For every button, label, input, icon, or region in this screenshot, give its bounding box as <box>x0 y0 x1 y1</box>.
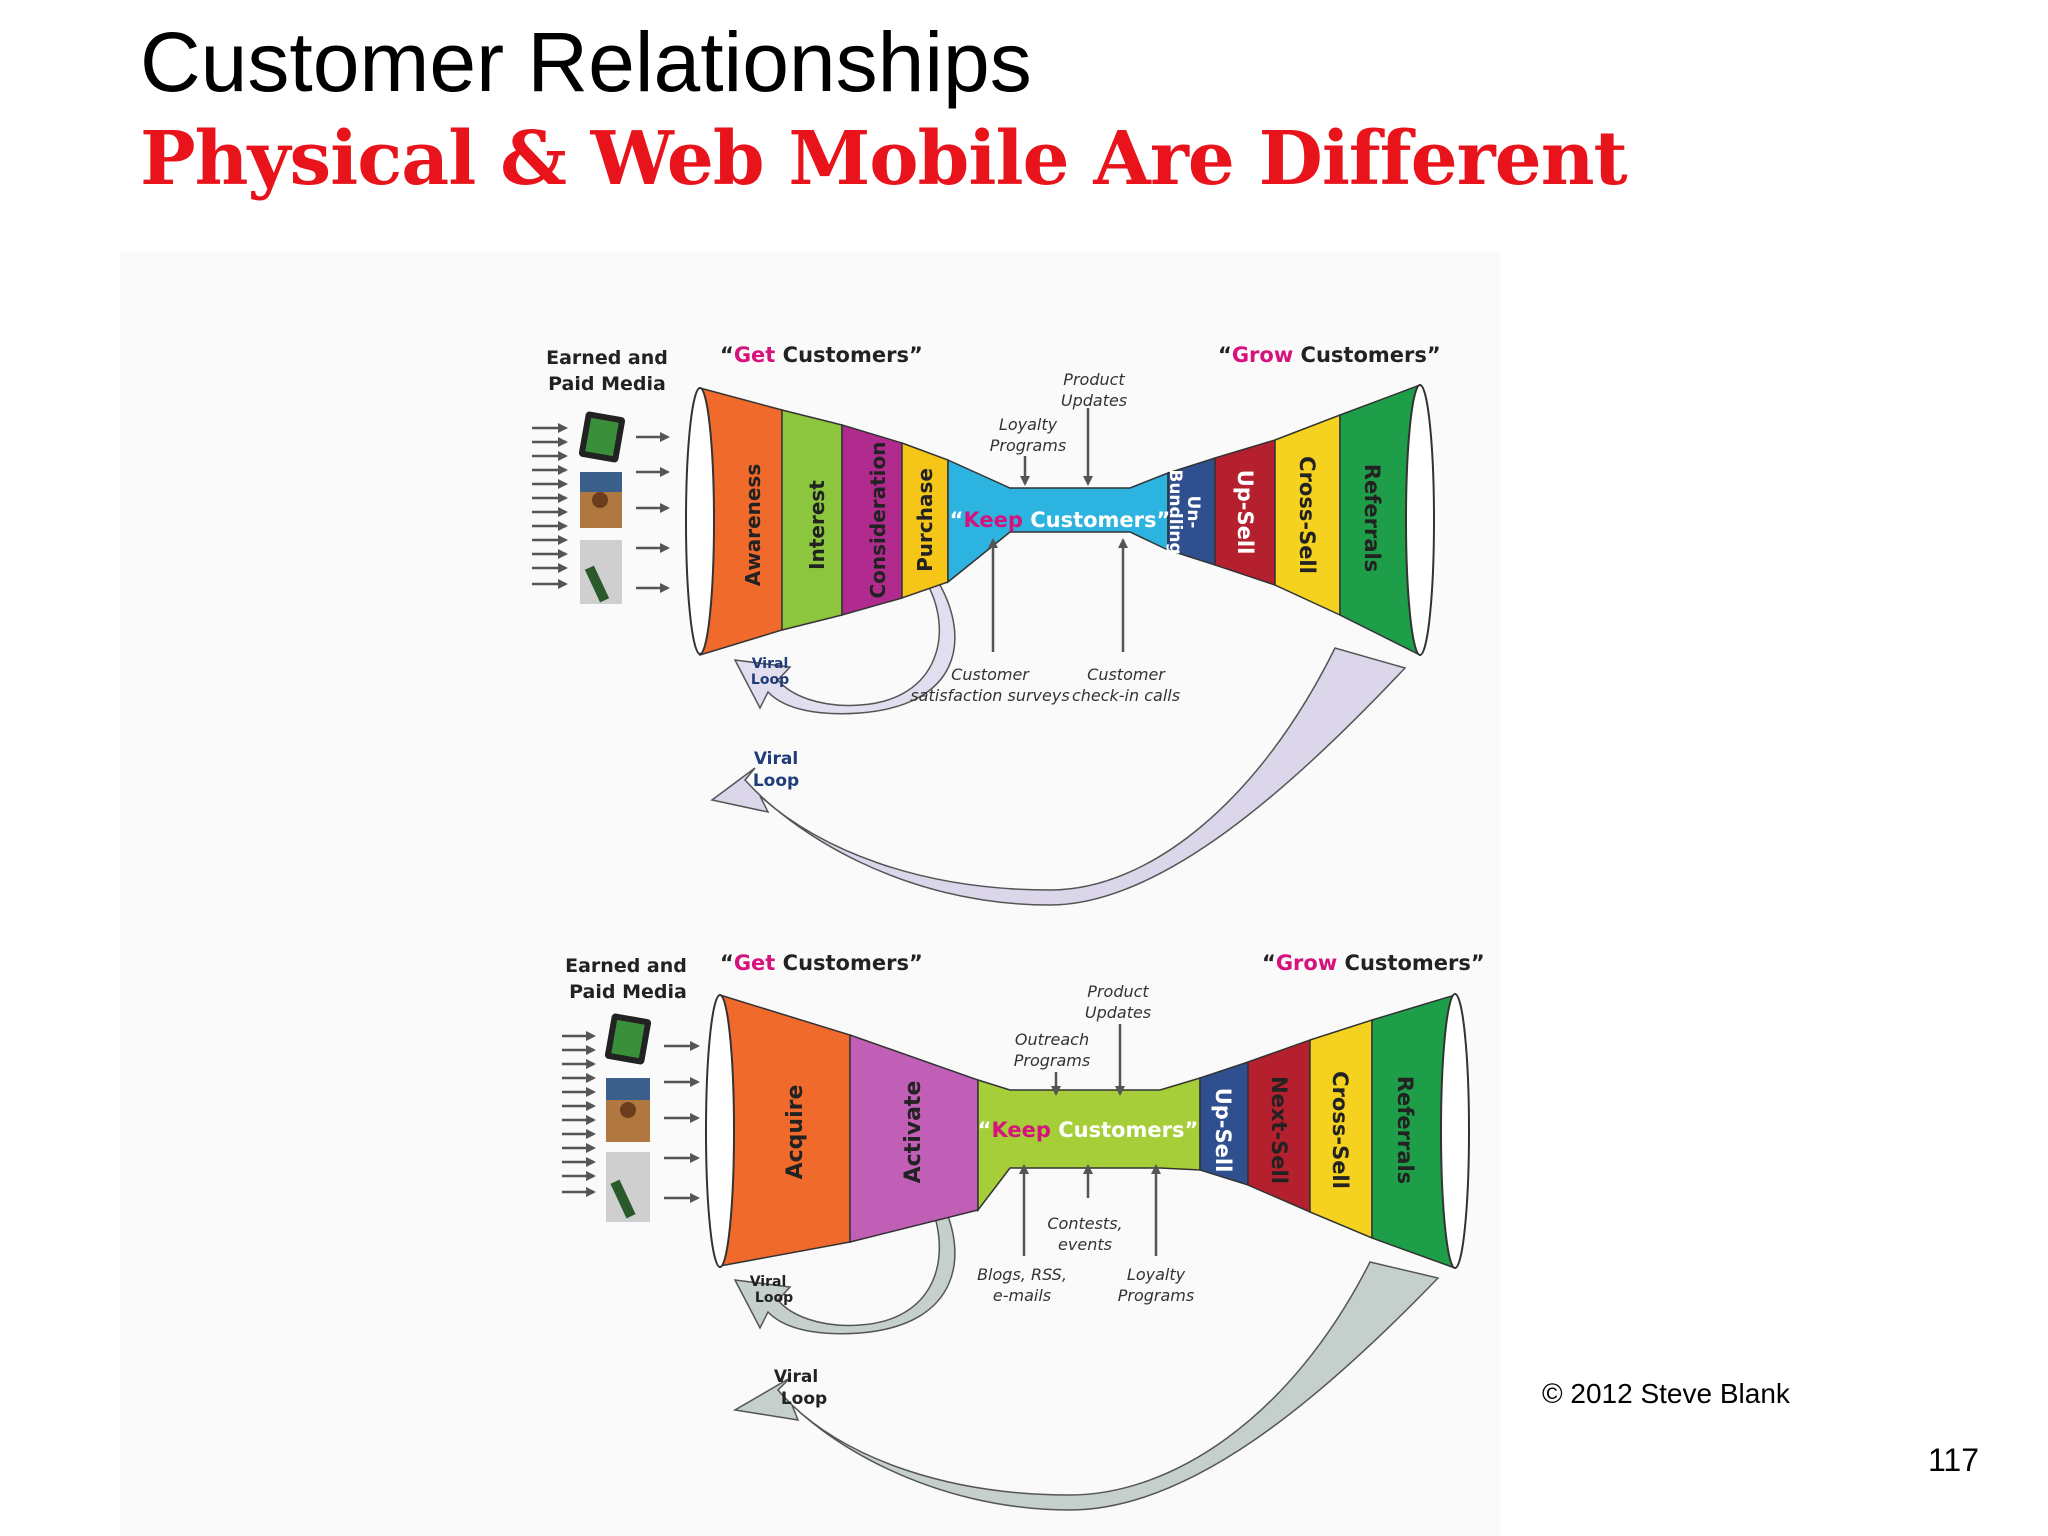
web-viral-loop-small-label-2: Loop <box>755 1290 793 1306</box>
champagne-photo-icon <box>580 540 622 604</box>
web-viral-loop-large-arrow <box>732 1261 1440 1511</box>
page-number: 117 <box>1928 1442 1980 1478</box>
web-loyalty-label-1: Loyalty <box>1127 1265 1186 1284</box>
stage-label-awareness: Awareness <box>741 464 765 587</box>
web-outreach-label-1: Outreach <box>1015 1030 1089 1049</box>
viral-loop-small-label-2: Loop <box>751 672 789 688</box>
viral-loop-large-label-2: Loop <box>753 771 799 791</box>
web-product-updates-label-2: Updates <box>1085 1003 1151 1022</box>
web-media-label-line1: Earned and <box>565 955 687 977</box>
physical-channel-diagram: Viral Loop Viral Loop Awareness Interest… <box>532 343 1441 906</box>
viral-loop-large-label: Viral <box>754 749 798 769</box>
tablet-icon <box>578 411 626 463</box>
web-outreach-label-2: Programs <box>1014 1051 1090 1070</box>
web-champagne-photo-icon <box>606 1152 650 1222</box>
grow-customers-heading: “Grow Customers” <box>1218 343 1441 367</box>
checkin-label-2: check-in calls <box>1072 686 1180 705</box>
web-media-input-arrows <box>562 1031 700 1203</box>
stage-label-next-sell: Next-Sell <box>1267 1076 1291 1184</box>
media-input-arrows <box>532 423 670 593</box>
stage-label-referrals: Referrals <box>1360 464 1384 572</box>
stage-label-unbundling-1: Un- <box>1183 496 1203 529</box>
web-contests-label-2: events <box>1058 1235 1112 1254</box>
web-media-label-line2: Paid Media <box>569 981 687 1003</box>
web-funnel-mouth-left <box>705 994 735 1268</box>
stage-label-purchase: Purchase <box>913 468 937 572</box>
web-product-updates-label-1: Product <box>1087 982 1149 1001</box>
copyright-notice: © 2012 Steve Blank <box>1542 1378 1790 1409</box>
web-tablet-icon <box>604 1013 652 1065</box>
loyalty-programs-label-1: Loyalty <box>999 415 1058 434</box>
product-updates-label-2: Updates <box>1061 391 1127 410</box>
slide-title: Customer Relationships <box>140 15 1032 109</box>
stage-label-cross-sell: Cross-Sell <box>1295 456 1319 574</box>
media-label-line1: Earned and <box>546 347 668 369</box>
stage-label-up-sell: Up-Sell <box>1233 470 1257 555</box>
horse-photo-icon <box>580 472 622 528</box>
stage-label-interest: Interest <box>805 480 829 570</box>
media-label-line2: Paid Media <box>548 373 666 395</box>
web-loyalty-label-2: Programs <box>1118 1286 1194 1305</box>
stage-label-web-cross-sell: Cross-Sell <box>1328 1071 1352 1189</box>
viral-loop-large-arrow <box>710 647 1407 906</box>
stage-label-web-referrals: Referrals <box>1393 1076 1417 1184</box>
stage-label-activate: Activate <box>901 1081 926 1184</box>
loyalty-programs-label-2: Programs <box>990 436 1066 455</box>
stage-label-unbundling-2: Bundling <box>1165 469 1185 554</box>
web-mobile-channel-diagram: Viral Loop Viral Loop Acquire Activate U… <box>562 951 1485 1511</box>
stage-label-web-up-sell: Up-Sell <box>1211 1088 1235 1173</box>
web-blogs-label-1: Blogs, RSS, <box>977 1265 1067 1284</box>
surveys-label-1: Customer <box>951 665 1030 684</box>
web-get-customers-heading: “Get Customers” <box>720 951 923 975</box>
get-customers-heading: “Get Customers” <box>720 343 923 367</box>
surveys-label-2: satisfaction surveys <box>910 686 1069 705</box>
funnel-mouth-right <box>1405 384 1435 656</box>
web-viral-loop-large-label: Viral <box>774 1367 818 1387</box>
funnel-mouth-left <box>685 387 715 655</box>
web-horse-photo-icon <box>606 1078 650 1142</box>
web-viral-loop-large-label-2: Loop <box>781 1389 827 1409</box>
stage-label-acquire: Acquire <box>783 1085 808 1180</box>
viral-loop-small-label: Viral <box>752 656 789 672</box>
keep-annotation-arrows <box>988 408 1128 652</box>
checkin-label-1: Customer <box>1087 665 1166 684</box>
web-funnel-mouth-right <box>1440 993 1470 1269</box>
keep-customers-label: “Keep Customers” <box>950 508 1171 532</box>
web-contests-label-1: Contests, <box>1047 1214 1122 1233</box>
web-grow-customers-heading: “Grow Customers” <box>1262 951 1485 975</box>
web-blogs-label-2: e-mails <box>993 1286 1051 1305</box>
web-viral-loop-small-label: Viral <box>750 1274 787 1290</box>
web-keep-customers-label: “Keep Customers” <box>978 1118 1199 1142</box>
slide-subtitle: Physical & Web Mobile Are Different <box>140 116 1628 202</box>
product-updates-label-1: Product <box>1063 370 1125 389</box>
viral-loop-small-arrow <box>733 578 956 715</box>
stage-label-consideration: Consideration <box>866 441 890 598</box>
web-keep-annotation-arrows <box>1019 1024 1161 1256</box>
